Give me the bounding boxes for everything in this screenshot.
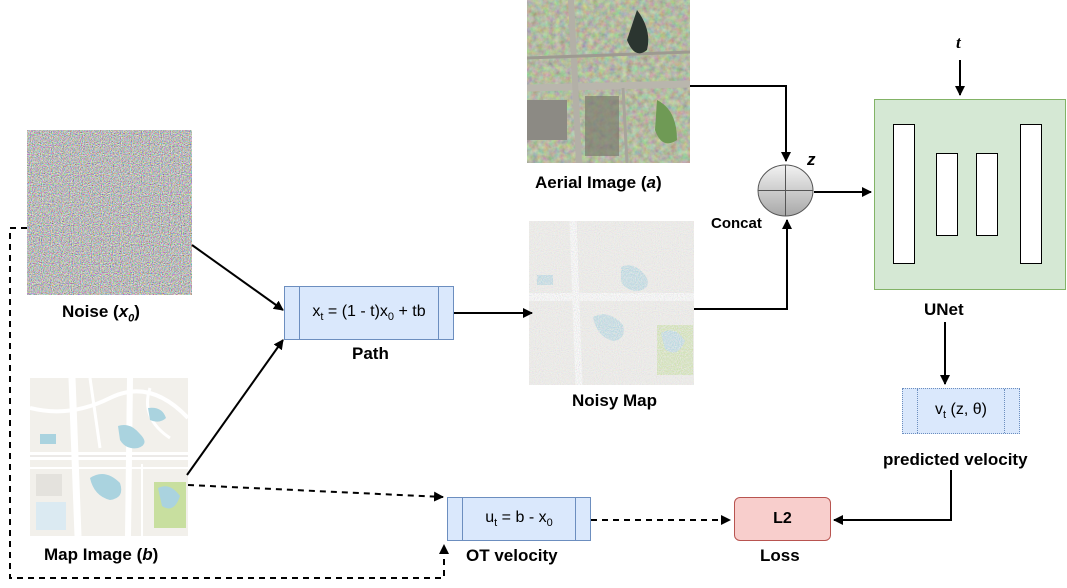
path-label: Path — [352, 344, 389, 363]
z-label: z — [807, 150, 816, 169]
unet-decoder-layer-2 — [1020, 124, 1042, 264]
aerial-image — [527, 0, 690, 163]
noisy-map-image — [529, 221, 694, 385]
unet-block — [874, 99, 1066, 290]
ot-velocity-label: OT velocity — [466, 546, 558, 565]
arrow-noise-to-ot-velocity — [9, 227, 449, 579]
predicted-velocity-formula-box: vt (z, θ) — [902, 388, 1020, 434]
noise-label: Noise (x0) — [62, 302, 140, 325]
noisy-map-label: Noisy Map — [572, 391, 658, 410]
aerial-image-label: Aerial Image (a) — [535, 173, 662, 192]
l2-loss-box: L2 — [734, 497, 831, 541]
unet-encoder-layer-1 — [893, 124, 915, 264]
path-formula: xt = (1 - t)x0 + tb — [312, 302, 426, 324]
arrow-aerial-to-concat — [690, 85, 791, 162]
noise-image — [27, 130, 192, 295]
arrow-noise-to-path — [191, 244, 284, 311]
arrow-map-to-ot-velocity — [187, 484, 444, 502]
predicted-velocity-label: predicted velocity — [883, 450, 1028, 469]
predicted-velocity-formula: vt (z, θ) — [935, 400, 987, 422]
unet-encoder-layer-2 — [936, 153, 958, 236]
unet-decoder-layer-1 — [976, 153, 998, 236]
loss-label: Loss — [760, 546, 800, 565]
ot-velocity-formula: ut = b - x0 — [485, 508, 553, 530]
arrow-map-to-path — [186, 339, 284, 476]
concat-label: Concat — [711, 215, 762, 232]
ot-velocity-formula-box: ut = b - x0 — [447, 497, 591, 541]
path-formula-box: xt = (1 - t)x0 + tb — [284, 286, 454, 340]
arrow-velocity-to-loss — [833, 470, 952, 525]
map-image-label: Map Image (b) — [44, 545, 159, 564]
map-image — [30, 378, 188, 536]
t-label: t — [956, 33, 961, 52]
unet-label: UNet — [924, 300, 964, 319]
arrow-noisy-map-to-concat — [694, 219, 792, 310]
concat-circle — [757, 164, 814, 217]
